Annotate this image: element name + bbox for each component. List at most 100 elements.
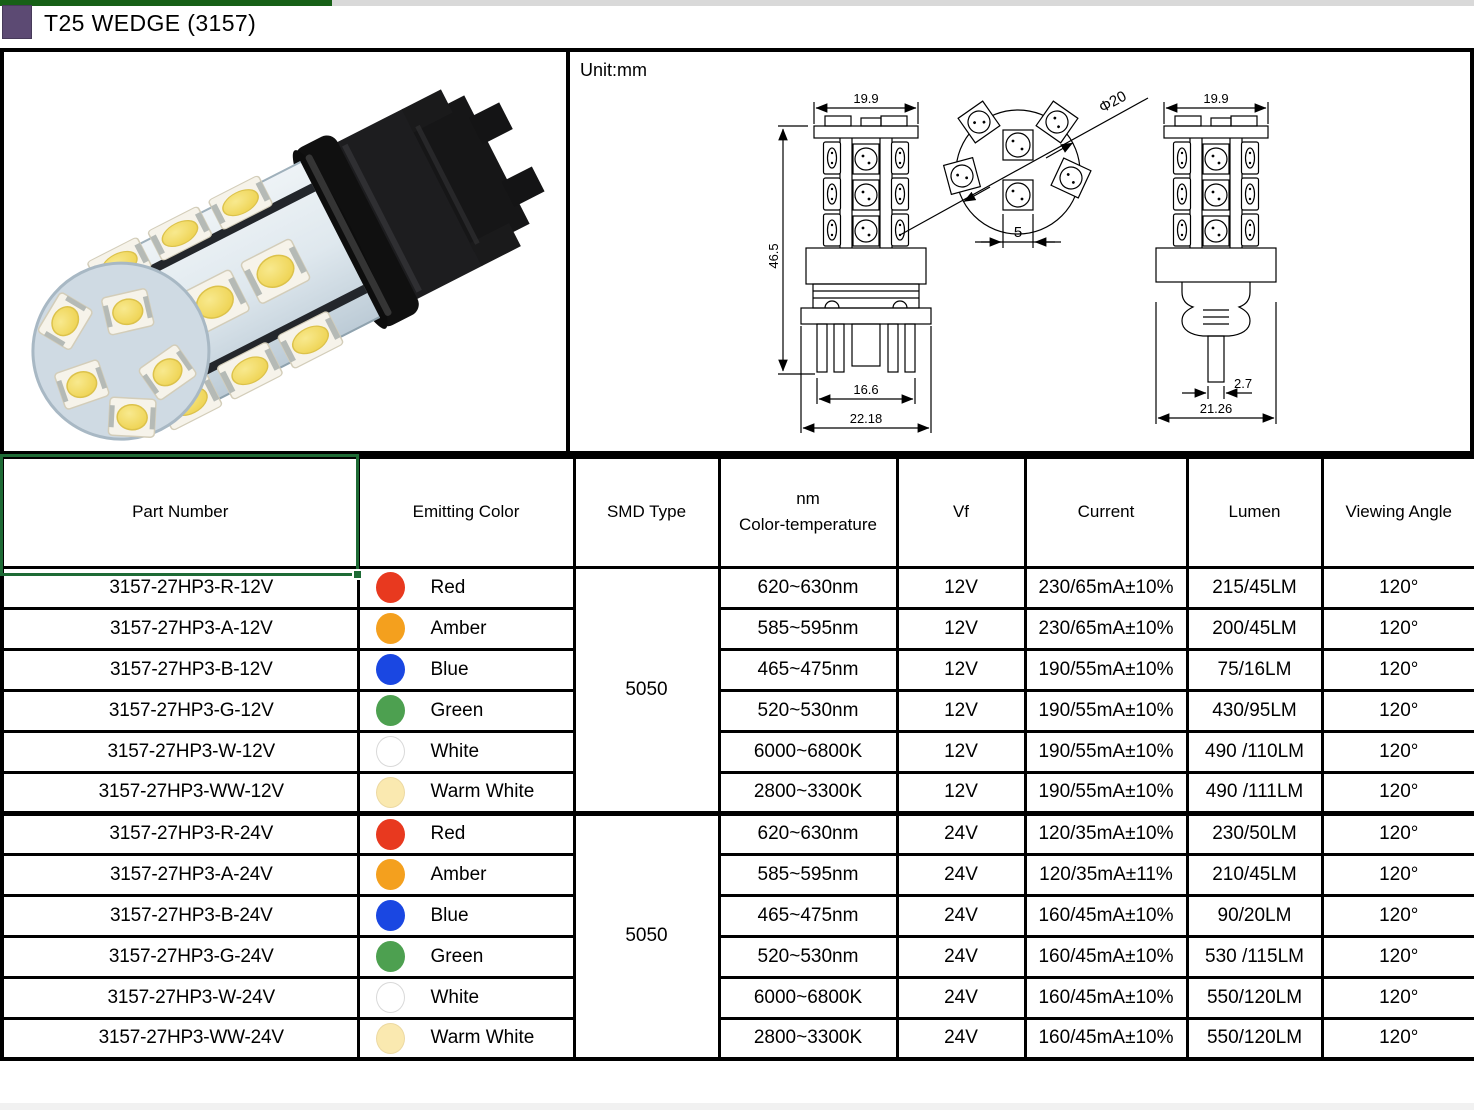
top-diameter-dim: Φ20 — [1096, 88, 1129, 117]
color-temp-cell[interactable]: 2800~3300K — [717, 770, 899, 815]
smd-type-cell[interactable]: 5050 — [572, 565, 721, 815]
color-temp-cell[interactable]: 2800~3300K — [717, 1016, 899, 1061]
vf-cell[interactable]: 24V — [895, 975, 1027, 1020]
col-header-vf[interactable]: Vf — [895, 455, 1027, 569]
viewing-angle-cell[interactable]: 120° — [1320, 606, 1474, 651]
part-number-cell[interactable]: 3157-27HP3-WW-12V — [0, 770, 360, 815]
emitting-color-cell[interactable]: Warm White — [356, 1016, 576, 1061]
emitting-color-cell[interactable]: Blue — [356, 647, 576, 692]
part-number-cell[interactable]: 3157-27HP3-W-12V — [0, 729, 360, 774]
col-header-smd-type[interactable]: SMD Type — [572, 455, 721, 569]
lumen-cell[interactable]: 230/50LM — [1185, 810, 1324, 856]
current-cell[interactable]: 190/55mA±10% — [1023, 647, 1189, 692]
part-number-cell[interactable]: 3157-27HP3-R-12V — [0, 565, 360, 610]
part-number-cell[interactable]: 3157-27HP3-G-24V — [0, 934, 360, 979]
emitting-color-cell[interactable]: Red — [356, 810, 576, 856]
part-number-cell[interactable]: 3157-27HP3-A-12V — [0, 606, 360, 651]
col-header-color-temp-line1: nm — [796, 489, 820, 509]
emitting-color-cell[interactable]: Blue — [356, 893, 576, 938]
part-number-cell[interactable]: 3157-27HP3-WW-24V — [0, 1016, 360, 1061]
vf-cell[interactable]: 12V — [895, 770, 1027, 815]
part-number-cell[interactable]: 3157-27HP3-G-12V — [0, 688, 360, 733]
part-number-cell[interactable]: 3157-27HP3-B-24V — [0, 893, 360, 938]
color-temp-cell[interactable]: 585~595nm — [717, 606, 899, 651]
viewing-angle-cell[interactable]: 120° — [1320, 810, 1474, 856]
col-header-part-number[interactable]: Part Number — [0, 455, 360, 569]
current-cell[interactable]: 190/55mA±10% — [1023, 770, 1189, 815]
current-cell[interactable]: 190/55mA±10% — [1023, 729, 1189, 774]
vf-cell[interactable]: 12V — [895, 688, 1027, 733]
viewing-angle-cell[interactable]: 120° — [1320, 852, 1474, 897]
color-temp-cell[interactable]: 620~630nm — [717, 565, 899, 610]
emitting-color-cell[interactable]: Amber — [356, 852, 576, 897]
lumen-cell[interactable]: 490 /110LM — [1185, 729, 1324, 774]
lumen-cell[interactable]: 550/120LM — [1185, 975, 1324, 1020]
viewing-angle-cell[interactable]: 120° — [1320, 647, 1474, 692]
col-header-current[interactable]: Current — [1023, 455, 1189, 569]
viewing-angle-cell[interactable]: 120° — [1320, 729, 1474, 774]
col-header-lumen[interactable]: Lumen — [1185, 455, 1324, 569]
lumen-cell[interactable]: 430/95LM — [1185, 688, 1324, 733]
emitting-color-cell[interactable]: Red — [356, 565, 576, 610]
color-temp-cell[interactable]: 465~475nm — [717, 893, 899, 938]
lumen-cell[interactable]: 215/45LM — [1185, 565, 1324, 610]
current-cell[interactable]: 190/55mA±10% — [1023, 688, 1189, 733]
viewing-angle-cell[interactable]: 120° — [1320, 934, 1474, 979]
vf-cell[interactable]: 24V — [895, 934, 1027, 979]
color-temp-cell[interactable]: 6000~6800K — [717, 729, 899, 774]
current-cell[interactable]: 230/65mA±10% — [1023, 565, 1189, 610]
table-row: 3157-27HP3-B-12V Blue 465~475nm 12V 190/… — [0, 647, 1474, 692]
viewing-angle-cell[interactable]: 120° — [1320, 893, 1474, 938]
front-outer-width-dim: 22.18 — [850, 411, 883, 426]
lumen-cell[interactable]: 490 /111LM — [1185, 770, 1324, 815]
emitting-color-cell[interactable]: White — [356, 729, 576, 774]
lumen-cell[interactable]: 90/20LM — [1185, 893, 1324, 938]
table-row: 3157-27HP3-B-24V Blue 465~475nm 24V 160/… — [0, 893, 1474, 938]
vf-cell[interactable]: 12V — [895, 647, 1027, 692]
lumen-cell[interactable]: 75/16LM — [1185, 647, 1324, 692]
emitting-color-cell[interactable]: White — [356, 975, 576, 1020]
part-number-cell[interactable]: 3157-27HP3-W-24V — [0, 975, 360, 1020]
lumen-cell[interactable]: 210/45LM — [1185, 852, 1324, 897]
vf-cell[interactable]: 12V — [895, 729, 1027, 774]
color-temp-cell[interactable]: 620~630nm — [717, 810, 899, 856]
part-number-cell[interactable]: 3157-27HP3-R-24V — [0, 810, 360, 856]
emitting-color-cell[interactable]: Amber — [356, 606, 576, 651]
part-number-cell[interactable]: 3157-27HP3-A-24V — [0, 852, 360, 897]
smd-type-cell[interactable]: 5050 — [572, 810, 721, 1061]
viewing-angle-cell[interactable]: 120° — [1320, 975, 1474, 1020]
vf-cell[interactable]: 24V — [895, 852, 1027, 897]
vf-cell[interactable]: 24V — [895, 1016, 1027, 1061]
viewing-angle-cell[interactable]: 120° — [1320, 1016, 1474, 1061]
current-cell[interactable]: 230/65mA±10% — [1023, 606, 1189, 651]
vf-cell[interactable]: 24V — [895, 893, 1027, 938]
current-cell[interactable]: 160/45mA±10% — [1023, 934, 1189, 979]
vf-cell[interactable]: 12V — [895, 606, 1027, 651]
viewing-angle-cell[interactable]: 120° — [1320, 770, 1474, 815]
emitting-color-cell[interactable]: Green — [356, 934, 576, 979]
current-cell[interactable]: 120/35mA±10% — [1023, 810, 1189, 856]
current-cell[interactable]: 120/35mA±11% — [1023, 852, 1189, 897]
color-temp-cell[interactable]: 520~530nm — [717, 934, 899, 979]
color-temp-cell[interactable]: 465~475nm — [717, 647, 899, 692]
lumen-cell[interactable]: 530 /115LM — [1185, 934, 1324, 979]
col-header-emitting-color[interactable]: Emitting Color — [356, 455, 576, 569]
vf-cell[interactable]: 12V — [895, 565, 1027, 610]
emitting-color-cell[interactable]: Green — [356, 688, 576, 733]
lumen-cell[interactable]: 200/45LM — [1185, 606, 1324, 651]
col-header-viewing-angle[interactable]: Viewing Angle — [1320, 455, 1474, 569]
current-cell[interactable]: 160/45mA±10% — [1023, 975, 1189, 1020]
vf-cell[interactable]: 24V — [895, 810, 1027, 856]
lumen-cell[interactable]: 550/120LM — [1185, 1016, 1324, 1061]
part-number-cell[interactable]: 3157-27HP3-B-12V — [0, 647, 360, 692]
emitting-color-cell[interactable]: Warm White — [356, 770, 576, 815]
col-header-color-temp[interactable]: nm Color-temperature — [717, 455, 899, 569]
viewing-angle-cell[interactable]: 120° — [1320, 565, 1474, 610]
current-cell[interactable]: 160/45mA±10% — [1023, 893, 1189, 938]
color-dot — [375, 900, 405, 931]
color-temp-cell[interactable]: 520~530nm — [717, 688, 899, 733]
color-temp-cell[interactable]: 585~595nm — [717, 852, 899, 897]
color-temp-cell[interactable]: 6000~6800K — [717, 975, 899, 1020]
current-cell[interactable]: 160/45mA±10% — [1023, 1016, 1189, 1061]
viewing-angle-cell[interactable]: 120° — [1320, 688, 1474, 733]
